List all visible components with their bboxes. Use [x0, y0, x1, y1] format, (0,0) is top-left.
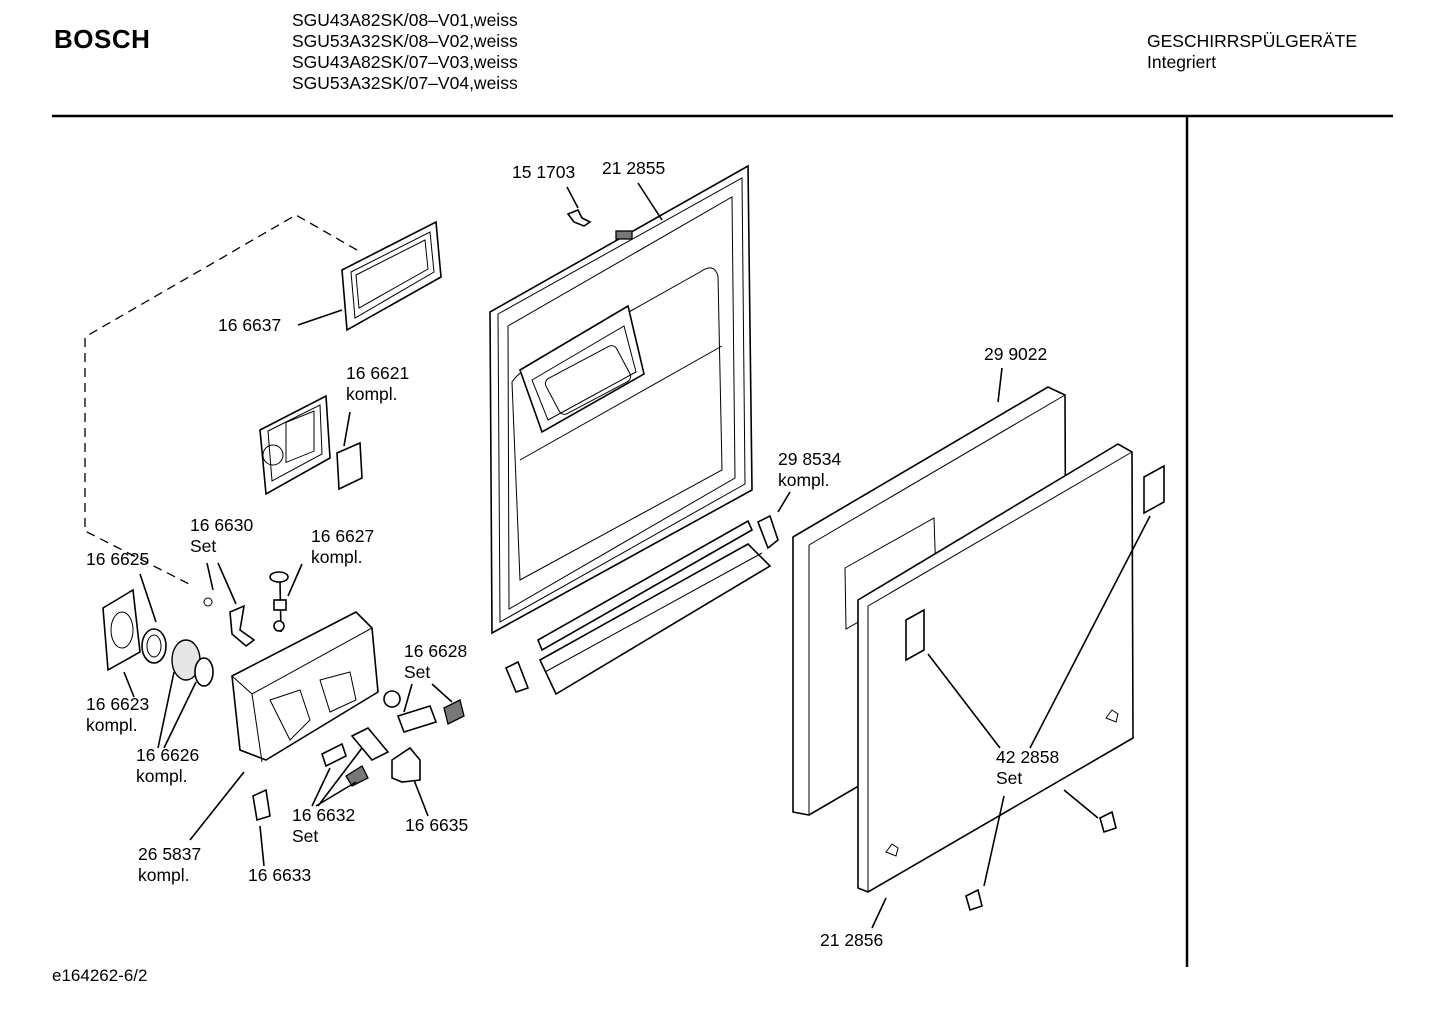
- callout-label: 16 6635: [405, 815, 469, 835]
- part-dispenser-insert: [259, 394, 363, 496]
- leader-lines: [123, 182, 1151, 929]
- part-door-rails: [536, 519, 772, 696]
- category-title: GESCHIRRSPÜLGERÄTE: [1147, 31, 1358, 51]
- category-block: GESCHIRRSPÜLGERÄTE Integriert: [1147, 31, 1357, 73]
- part-switch: [391, 746, 421, 783]
- part-handle-cover: [102, 588, 141, 672]
- model-line: SGU43A82SK/08–V01,weiss: [292, 10, 518, 30]
- category-subtitle: Integriert: [1147, 52, 1217, 72]
- callout-label: 29 9022: [984, 344, 1048, 364]
- part-spring-set: [321, 727, 390, 787]
- model-line: SGU53A32SK/08–V02,weiss: [292, 31, 518, 51]
- callout-label: 21 2855: [602, 158, 666, 178]
- callout-label: 21 2856: [820, 930, 884, 950]
- drawing-id: e164262-6/2: [52, 966, 148, 985]
- model-list: SGU43A82SK/08–V01,weiss SGU53A32SK/08–V0…: [292, 10, 518, 94]
- part-clip: [252, 788, 271, 822]
- part-screw: [566, 208, 592, 227]
- part-seal-frame: [341, 220, 442, 332]
- part-frame-panel: [857, 443, 1165, 893]
- part-valve: [269, 571, 289, 633]
- part-oring: [194, 657, 214, 687]
- part-seal-ring: [141, 628, 167, 664]
- part-dispenser-box: [231, 611, 379, 763]
- part-door-feet: [965, 810, 1117, 912]
- part-ball: [383, 690, 401, 708]
- callout-label: 16 6633: [248, 865, 312, 885]
- brand-logo: BOSCH: [54, 24, 151, 54]
- part-lever-set: [203, 597, 256, 648]
- callout-label: 15 1703: [512, 162, 576, 182]
- model-line: SGU53A32SK/07–V04,weiss: [292, 73, 518, 93]
- part-inner-door: [489, 164, 753, 635]
- part-hinge-bracket: [504, 514, 779, 693]
- callout-label: 16 6637: [218, 315, 282, 335]
- part-seal-ring-inner: [146, 634, 162, 658]
- assembly-dashed-line: [84, 214, 358, 587]
- part-catch-set: [396, 699, 465, 733]
- callout-label: 16 6625: [86, 549, 150, 569]
- model-line: SGU43A82SK/07–V03,weiss: [292, 52, 518, 72]
